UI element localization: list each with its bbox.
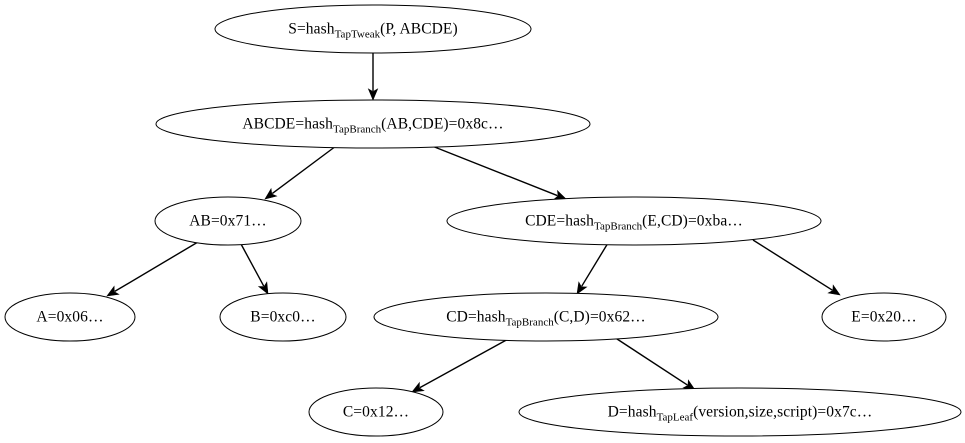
arrowhead-s-to-abcde xyxy=(367,88,379,101)
nodes-layer xyxy=(4,4,962,437)
arrowhead-cde-to-cd xyxy=(576,281,588,295)
node-cde-ellipse[interactable] xyxy=(446,196,822,246)
edge-cd-to-c xyxy=(419,337,511,389)
edge-cde-to-e xyxy=(752,239,833,291)
node-s-ellipse[interactable] xyxy=(214,4,532,54)
node-abcde-ellipse[interactable] xyxy=(155,99,591,149)
edge-abcde-to-cde xyxy=(431,145,558,197)
arrowhead-cde-to-e xyxy=(827,284,841,296)
arrowhead-ab-to-a xyxy=(106,285,120,297)
node-b-ellipse[interactable] xyxy=(219,292,347,342)
node-d-ellipse[interactable] xyxy=(518,387,962,437)
node-e-ellipse[interactable] xyxy=(821,292,947,342)
edge-cd-to-d xyxy=(613,336,688,386)
node-ab-ellipse[interactable] xyxy=(154,196,302,246)
arrowhead-cd-to-c xyxy=(411,381,425,393)
edge-cde-to-cd xyxy=(581,242,609,287)
edge-ab-to-b xyxy=(240,243,265,287)
edges-layer xyxy=(106,53,841,393)
arrowhead-cd-to-d xyxy=(682,379,696,391)
node-c-ellipse[interactable] xyxy=(308,387,444,437)
edge-abcde-to-ab xyxy=(271,145,337,195)
arrowhead-ab-to-b xyxy=(257,281,269,295)
node-cd-ellipse[interactable] xyxy=(373,292,719,342)
arrowhead-abcde-to-ab xyxy=(264,187,278,200)
edge-ab-to-a xyxy=(114,241,199,293)
node-a-ellipse[interactable] xyxy=(4,292,136,342)
